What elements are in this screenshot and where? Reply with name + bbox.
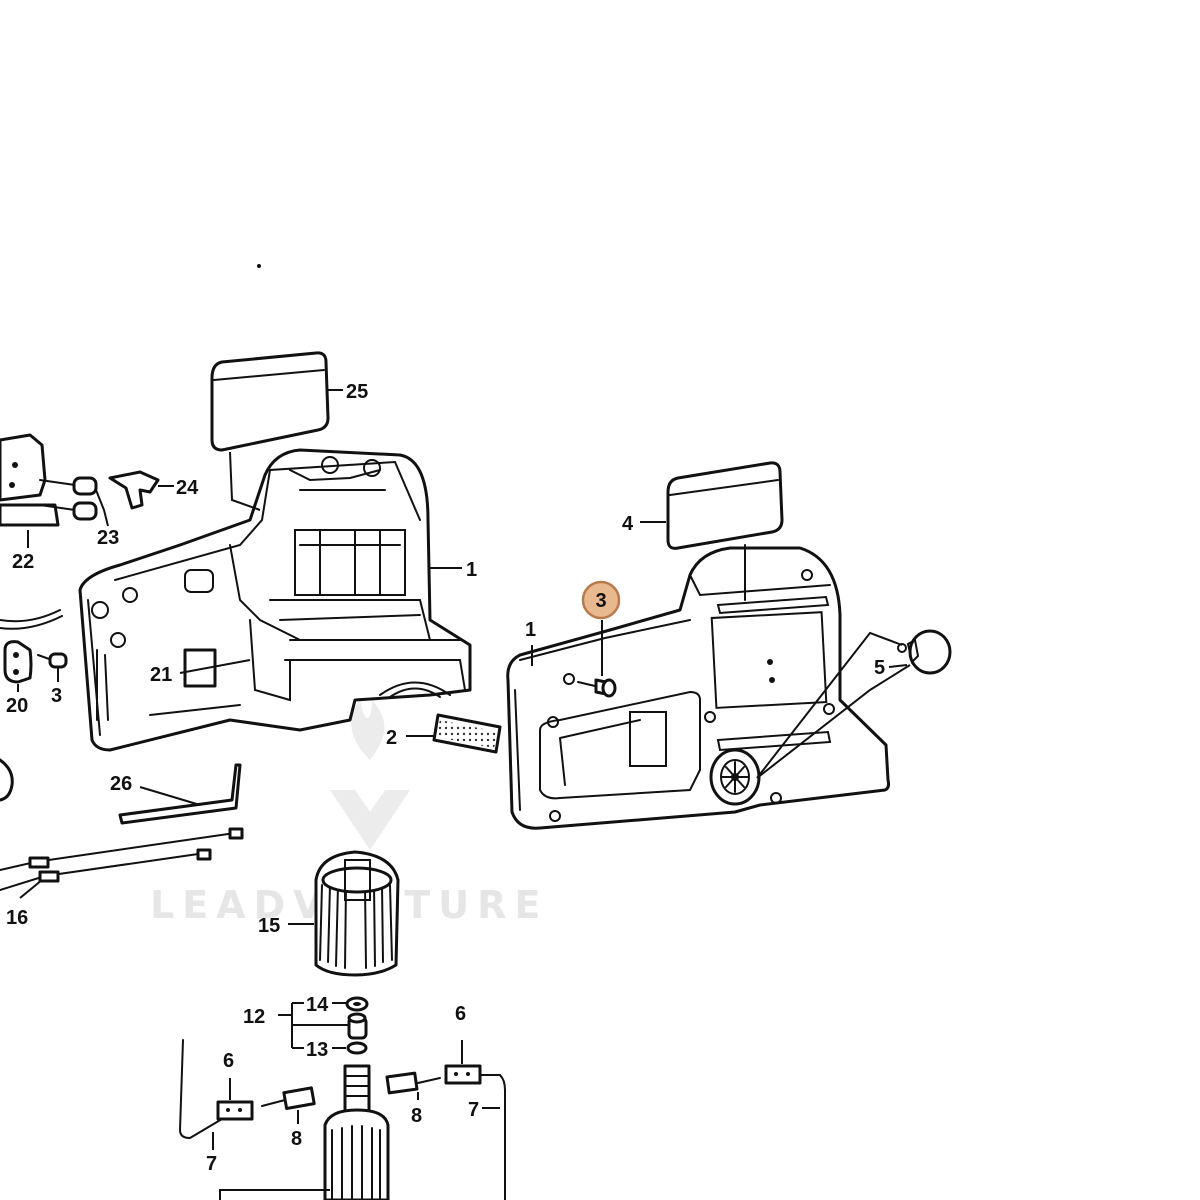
highlight-label-3: 3 xyxy=(595,590,606,612)
part-25-label-plate xyxy=(210,351,330,452)
label-16: 16 xyxy=(6,907,28,929)
label-12: 12 xyxy=(243,1006,265,1028)
part-3-screw-left xyxy=(37,652,68,669)
part-4-label-plate xyxy=(666,461,784,550)
part-16-cords xyxy=(0,827,244,891)
part-armature xyxy=(323,1064,390,1200)
label-21: 21 xyxy=(150,664,172,686)
wire-left xyxy=(0,609,61,623)
part-1-right-cover xyxy=(506,544,891,830)
part-14-bearing xyxy=(345,996,369,1012)
label-8-left: 8 xyxy=(291,1128,302,1150)
ring-left xyxy=(0,758,14,802)
part-8-brush-right xyxy=(385,1071,441,1095)
label-7-right: 7 xyxy=(468,1099,479,1121)
part-6-brush-holder-right xyxy=(444,1064,482,1085)
label-5: 5 xyxy=(874,657,885,679)
label-6-left: 6 xyxy=(223,1050,234,1072)
label-4: 4 xyxy=(622,513,634,535)
label-25: 25 xyxy=(346,381,368,403)
label-6-right: 6 xyxy=(455,1003,466,1025)
part-2-pad xyxy=(432,713,502,754)
part-15-field-coil xyxy=(314,850,400,977)
label-2: 2 xyxy=(386,727,397,749)
label-13: 13 xyxy=(306,1039,328,1061)
label-24: 24 xyxy=(176,477,199,499)
part-26-hex-key xyxy=(118,763,242,825)
label-8-right: 8 xyxy=(411,1105,422,1127)
part-23-screws xyxy=(39,476,98,521)
part-7-wire-right xyxy=(479,1074,506,1200)
part-1-left-housing xyxy=(78,448,472,752)
label-1-left: 1 xyxy=(466,559,477,581)
stray-dot xyxy=(257,264,261,268)
label-20: 20 xyxy=(6,695,28,717)
label-22: 22 xyxy=(12,551,34,573)
part-7-wire-left xyxy=(178,1039,223,1140)
part-13-washer xyxy=(346,1041,368,1055)
part-3-screw xyxy=(577,678,617,698)
label-15: 15 xyxy=(258,915,280,937)
part-bearing-sleeve xyxy=(347,1012,368,1040)
part-8-brush-left xyxy=(261,1086,316,1110)
highlight-callout-3[interactable]: 3 xyxy=(581,580,621,620)
part-20-clamp xyxy=(3,640,33,684)
label-26: 26 xyxy=(110,773,132,795)
label-3-left: 3 xyxy=(51,685,62,707)
label-7-left: 7 xyxy=(206,1153,217,1175)
part-24-bracket xyxy=(108,470,160,510)
part-22-switch xyxy=(0,433,60,527)
part-6-brush-holder-left xyxy=(216,1100,254,1121)
label-23: 23 xyxy=(97,527,119,549)
part-5-knob-cap xyxy=(897,629,952,675)
label-14: 14 xyxy=(306,994,329,1016)
label-1-right: 1 xyxy=(525,619,536,641)
